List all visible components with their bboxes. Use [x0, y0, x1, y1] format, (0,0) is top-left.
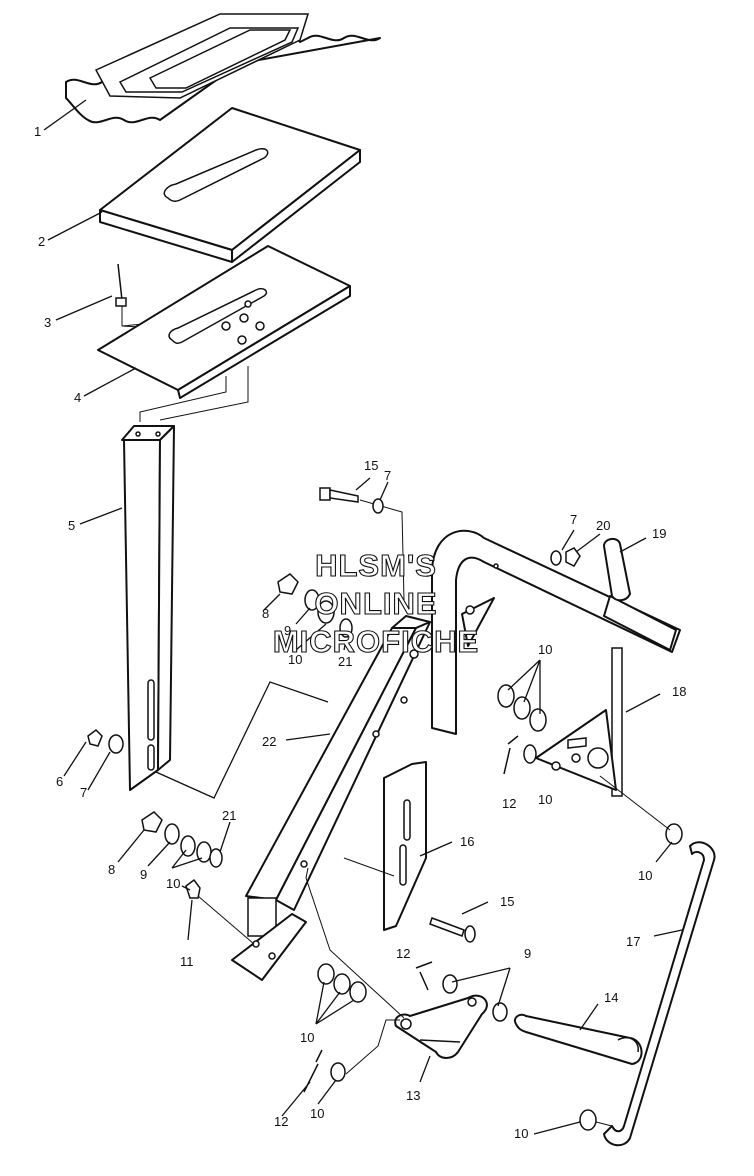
callout-13: 13 [406, 1088, 420, 1103]
bell-crank-part [394, 994, 488, 1059]
bracket-plate-part [343, 761, 427, 931]
shift-lever-part [535, 647, 623, 797]
callout-10-upper: 10 [288, 652, 302, 667]
callout-9-upper: 9 [284, 623, 291, 638]
washer-part [330, 1062, 346, 1082]
grease-fitting-part [185, 878, 201, 899]
leader-lines [43, 99, 683, 1135]
callout-10-rod-bottom: 10 [514, 1126, 528, 1141]
callout-17: 17 [626, 934, 640, 949]
washer-part [304, 589, 320, 611]
nut-part [87, 729, 103, 747]
washer-part [349, 981, 367, 1003]
callout-12-crank: 12 [396, 946, 410, 961]
callout-labels: 1 2 3 4 5 6 7 7 7 8 8 9 9 9 10 10 10 10 … [34, 124, 686, 1141]
callout-10-right-stack: 10 [538, 642, 552, 657]
callout-18: 18 [672, 684, 686, 699]
cotter-pin-part [503, 735, 519, 775]
washer-part [497, 684, 515, 708]
nut-part [565, 547, 581, 567]
callout-8-upper: 8 [262, 606, 269, 621]
callout-8-lower: 8 [108, 862, 115, 877]
handle-bar-part [431, 529, 681, 735]
callout-10-bottom: 10 [310, 1106, 324, 1121]
callout-21-upper: 21 [338, 654, 352, 669]
watermark-line-2: ONLINE [314, 586, 437, 621]
callout-6: 6 [56, 774, 63, 789]
washer-part [442, 974, 458, 994]
watermark-line-3: MICROFICHE [273, 624, 479, 659]
callout-19: 19 [652, 526, 666, 541]
washer-part [209, 848, 223, 868]
callout-1: 1 [34, 124, 41, 139]
callout-10-fitting: 10 [166, 876, 180, 891]
callout-10-cotter: 10 [538, 792, 552, 807]
bolt-part-upper [319, 487, 405, 601]
washer-part [523, 744, 537, 764]
callout-15-upper: 15 [364, 458, 378, 473]
washer-part [665, 823, 683, 845]
callout-2: 2 [38, 234, 45, 249]
washer-part [372, 498, 384, 514]
washer-part [164, 823, 180, 845]
washer-part [529, 708, 547, 732]
long-rod-part [603, 841, 716, 1147]
cushion-block-part [99, 107, 361, 263]
washer-part [317, 600, 335, 624]
bolt-part-lower [429, 917, 476, 943]
washer-part [108, 734, 124, 754]
washer-part [513, 696, 531, 720]
watermark-line-1: HLSM'S [315, 548, 437, 583]
watermark: HLSM'S ONLINE MICROFICHE [272, 547, 479, 659]
callout-4: 4 [74, 390, 81, 405]
callout-5: 5 [68, 518, 75, 533]
washer-part [333, 973, 351, 995]
callout-9-right: 9 [524, 946, 531, 961]
nut-part [141, 811, 163, 833]
washer-part [339, 618, 353, 638]
main-frame-tube-part [155, 615, 431, 981]
washer-part [492, 1002, 508, 1022]
callout-16: 16 [460, 834, 474, 849]
cotter-pin-part [415, 961, 433, 991]
callout-3: 3 [44, 315, 51, 330]
link-arm-part [514, 1013, 643, 1065]
callout-15-lower: 15 [500, 894, 514, 909]
callout-10-rod-top: 10 [638, 868, 652, 883]
washer-part [317, 963, 335, 985]
knob-part [603, 538, 631, 602]
callout-7-right: 7 [570, 512, 577, 527]
callout-10-lower-stack: 10 [300, 1030, 314, 1045]
callout-12-bottom: 12 [274, 1114, 288, 1129]
hardware-group [87, 498, 683, 1131]
callout-21-lower: 21 [222, 808, 236, 823]
callout-22: 22 [262, 734, 276, 749]
callout-14: 14 [604, 990, 618, 1005]
nut-part [277, 573, 299, 595]
seat-cover-part [65, 13, 381, 124]
callout-11: 11 [180, 954, 194, 969]
callout-9-lower: 9 [140, 867, 147, 882]
callout-7-top: 7 [384, 468, 391, 483]
washer-part [550, 550, 562, 566]
vertical-post-part [121, 425, 175, 791]
washer-part [579, 1109, 597, 1131]
callout-20: 20 [596, 518, 610, 533]
seat-base-plate-part [97, 245, 351, 422]
callout-7-post: 7 [80, 785, 87, 800]
callout-12-right: 12 [502, 796, 516, 811]
